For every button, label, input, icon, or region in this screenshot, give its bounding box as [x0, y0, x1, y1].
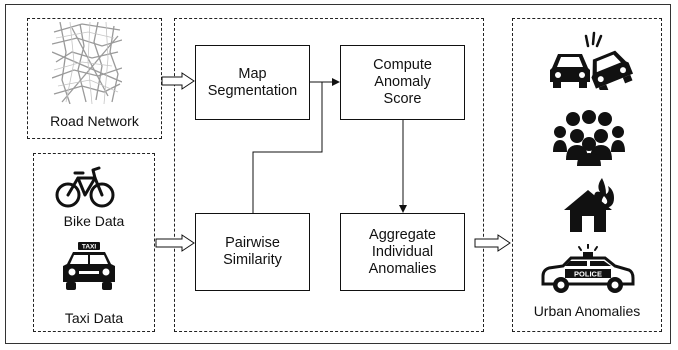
crowd-icon — [553, 110, 625, 166]
taxi-icon: TAXI — [63, 242, 115, 290]
pairwise-similarity-text: Pairwise Similarity — [223, 235, 282, 268]
bike-icon — [55, 166, 115, 208]
hollow-arrow-aggregate-to-outputs — [474, 234, 511, 252]
compute-anomaly-score-box: Compute Anomaly Score — [340, 45, 465, 120]
car-crash-icon — [550, 31, 634, 90]
taxi-data-label: Taxi Data — [64, 310, 124, 326]
house-fire-icon — [564, 178, 614, 232]
police-car-icon: POLICE — [541, 244, 635, 293]
compute-anomaly-score-text: Compute Anomaly Score — [373, 57, 432, 107]
taxi-sign-text: TAXI — [82, 244, 97, 251]
map-segmentation-text: Map Segmentation — [207, 65, 298, 99]
aggregate-individual-anomalies-box: Aggregate Individual Anomalies — [340, 213, 465, 291]
urban-anomalies-label: Urban Anomalies — [533, 303, 641, 319]
data-sources-panel — [33, 153, 155, 332]
bike-data-label: Bike Data — [63, 213, 125, 229]
road-map-icon — [52, 22, 122, 104]
hollow-arrow-road-to-map — [161, 72, 195, 90]
processing-panel — [174, 18, 484, 332]
aggregate-individual-anomalies-text: Aggregate Individual Anomalies — [368, 226, 437, 277]
figure-frame — [5, 4, 671, 344]
road-network-label: Road Network — [50, 113, 139, 129]
line-pairwise-to-compute — [252, 82, 323, 213]
hollow-arrow-data-to-pairwise — [155, 234, 195, 252]
map-segmentation-box: Map Segmentation — [195, 45, 310, 120]
pairwise-similarity-box: Pairwise Similarity — [195, 213, 310, 291]
urban-anomalies-panel — [512, 18, 662, 332]
police-text: POLICE — [574, 270, 602, 279]
